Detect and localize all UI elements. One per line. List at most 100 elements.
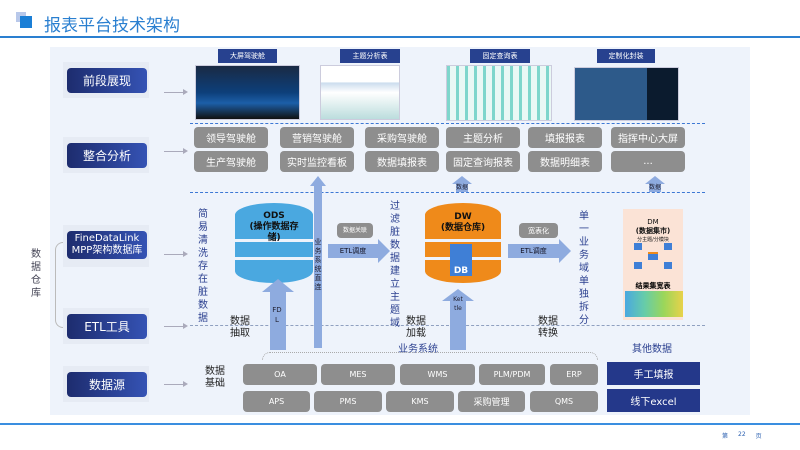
page-suffix: 页 xyxy=(755,433,762,440)
source-item: PMS xyxy=(314,391,382,412)
analysis-item: 填报报表 xyxy=(528,127,602,148)
brace xyxy=(55,242,63,328)
ods-cylinder xyxy=(235,203,313,283)
dw-title: DW xyxy=(454,212,472,222)
dm-box: DM (数据集市) 分主题/分模块 结果集宽表 xyxy=(623,209,683,320)
source-item: ERP xyxy=(550,364,598,385)
direct-bar xyxy=(314,186,322,348)
result-table-thumb xyxy=(625,291,683,317)
page-number: 第 22 页 xyxy=(722,431,762,440)
query-screenshot xyxy=(446,65,552,121)
layer-etl: ETL工具 xyxy=(67,314,147,339)
footer-divider xyxy=(0,423,800,425)
etl-arrow-1: ETL调度 xyxy=(328,244,378,258)
analysis-item: 实时监控看板 xyxy=(280,151,354,172)
fdl-arrow xyxy=(270,292,286,350)
analysis-item: ... xyxy=(611,151,685,172)
etl-arrow-2: ETL调度 xyxy=(508,244,559,258)
analysis-item: 数据填报表 xyxy=(365,151,439,172)
page-value: 22 xyxy=(738,431,746,438)
source-item: 采购管理 xyxy=(458,391,525,412)
arrow-icon xyxy=(164,251,188,257)
other-data-label: 其他数据 xyxy=(632,344,672,355)
module-icon xyxy=(634,262,642,269)
module-icon xyxy=(664,243,672,250)
extract-label: 数据抽取 xyxy=(230,316,250,339)
divider xyxy=(190,325,705,326)
direct-label: 业务系统直连 xyxy=(314,238,322,291)
ods-title: ODS xyxy=(263,211,285,221)
layer-front: 前段展现 xyxy=(67,68,147,93)
dm-title: DM xyxy=(647,218,659,226)
header-divider xyxy=(0,36,800,38)
arrow-icon xyxy=(164,323,188,329)
note-mid: 过滤脏数据建立主题域 xyxy=(390,201,400,329)
source-item: WMS xyxy=(400,364,475,385)
warehouse-group-label: 数据仓库 xyxy=(31,249,41,299)
analysis-item: 采购驾驶舱 xyxy=(365,127,439,148)
layer-source: 数据源 xyxy=(67,372,147,397)
offline-excel: 线下excel xyxy=(607,389,700,412)
source-item: QMS xyxy=(530,391,598,412)
source-item: OA xyxy=(243,364,317,385)
arrow-up-icon xyxy=(310,176,326,186)
transform-label: 数据转换 xyxy=(538,316,558,339)
ods-subtitle: (操作数据存储) xyxy=(249,222,299,243)
arrow-icon xyxy=(164,148,188,154)
module-icon xyxy=(634,243,642,250)
arrow-icon xyxy=(164,89,188,95)
data-up-label: 数据 xyxy=(649,184,662,192)
biz-label: 业务系统 xyxy=(398,344,438,355)
assoc-badge: 数据关联 xyxy=(337,223,373,238)
load-label: 数据加载 xyxy=(406,316,426,339)
source-item: PLM/PDM xyxy=(479,364,545,385)
layer-fdl: FineDataLink MPP架构数据库 xyxy=(67,231,147,259)
divider xyxy=(190,192,705,193)
arrow-right-icon xyxy=(559,239,571,263)
page-prefix: 第 xyxy=(722,433,729,440)
module-icon xyxy=(648,252,658,260)
dm-topic: 分主题/分模块 xyxy=(637,237,669,243)
data-up-label: 数据 xyxy=(456,184,469,192)
dw-subtitle: (数据仓库) xyxy=(440,223,486,233)
page-title: 报表平台技术架构 xyxy=(44,16,180,36)
analysis-item: 营销驾驶舱 xyxy=(280,127,354,148)
layer-integrate: 整合分析 xyxy=(67,143,147,168)
manual-entry: 手工填报 xyxy=(607,362,700,385)
fdl-label: FDL xyxy=(272,306,282,324)
dm-subtitle: (数据集市) xyxy=(635,227,671,235)
analysis-item: 生产驾驶舱 xyxy=(194,151,268,172)
cockpit-screenshot xyxy=(195,65,300,120)
tab-custom: 定制化封装 xyxy=(597,49,655,63)
module-icon xyxy=(664,262,672,269)
brace xyxy=(262,352,598,360)
dm-result: 结果集宽表 xyxy=(635,282,671,290)
arrow-icon xyxy=(164,381,188,387)
arrow-up-icon xyxy=(442,289,474,301)
tab-topic: 主题分析表 xyxy=(340,49,400,63)
wide-badge: 宽表化 xyxy=(519,223,558,238)
note-right: 单一业务域单独拆分 xyxy=(579,211,589,326)
analysis-item: 领导驾驶舱 xyxy=(194,127,268,148)
source-item: MES xyxy=(321,364,395,385)
db-file-icon: DB xyxy=(450,244,472,276)
source-item: APS xyxy=(243,391,310,412)
analysis-item: 固定查询报表 xyxy=(446,151,520,172)
analysis-item: 主题分析 xyxy=(446,127,520,148)
analysis-item: 数据明细表 xyxy=(528,151,602,172)
source-item: KMS xyxy=(386,391,454,412)
basis-label: 数据基础 xyxy=(205,366,225,389)
arrow-right-icon xyxy=(378,239,390,263)
title-icon-front xyxy=(20,16,32,28)
divider xyxy=(190,123,705,124)
tab-query: 固定查询表 xyxy=(470,49,530,63)
arrow-up-icon xyxy=(262,279,294,292)
custom-screenshot xyxy=(574,67,679,121)
arrow-up-icon xyxy=(452,176,472,184)
note-left: 简易清洗存在脏数据 xyxy=(198,209,208,324)
arrow-up-icon xyxy=(645,176,665,184)
analysis-item: 指挥中心大屏 xyxy=(611,127,685,148)
tab-cockpit: 大屏驾驶舱 xyxy=(218,49,277,63)
kettle-label: Kettle xyxy=(453,296,463,312)
kettle-arrow xyxy=(450,300,466,350)
